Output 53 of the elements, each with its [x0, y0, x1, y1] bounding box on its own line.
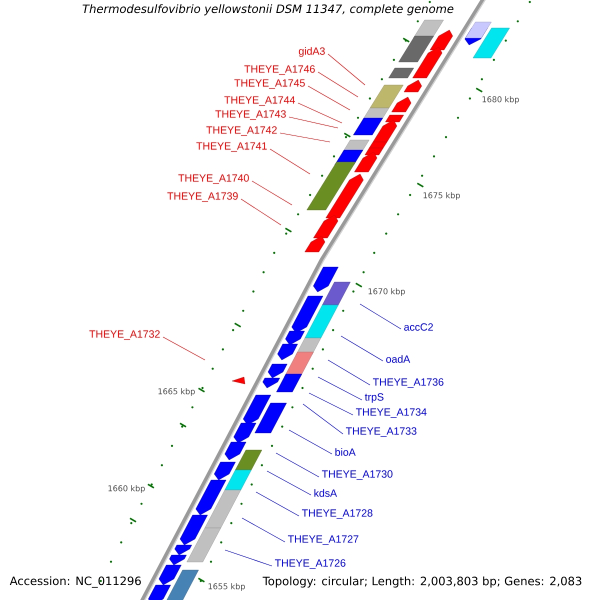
gene-label: THEYE_A1746 — [244, 65, 315, 75]
gene-label: THEYE_A1743 — [215, 110, 286, 120]
gene-label: THEYE_A1732 — [89, 330, 160, 340]
title: Thermodesulfovibrio yellowstonii DSM 11347, complete genome — [82, 4, 454, 16]
gene-label: gidA3 — [298, 47, 325, 57]
gene-label: THEYE_A1742 — [206, 126, 277, 136]
leader-line — [302, 404, 344, 434]
leader-line — [266, 470, 312, 496]
leader-line — [308, 86, 350, 110]
gene-label: kdsA — [314, 489, 338, 497]
gene-label: THEYE_A1736 — [372, 378, 444, 388]
leader-line — [224, 550, 272, 566]
leader-line — [308, 392, 354, 416]
leader-line — [298, 102, 342, 124]
leader-line — [360, 304, 402, 330]
leader-line — [288, 430, 332, 454]
gene-label: THEYE_A1741 — [196, 142, 267, 152]
gene-label: bioA — [335, 448, 356, 456]
gene-label: THEYE_A1734 — [356, 408, 427, 418]
scale-label: 1660 kbp — [108, 485, 145, 493]
leader-line — [318, 376, 362, 400]
gene-label: THEYE_A1727 — [288, 535, 358, 545]
scale-label: 1655 kbp — [208, 583, 245, 591]
leader-line — [280, 132, 330, 142]
leader-line — [256, 492, 300, 516]
leader-line — [252, 180, 292, 206]
scale-label: 1675 kbp — [424, 192, 460, 200]
gene-label: THEYE_A1740 — [178, 174, 249, 184]
gene-label: accC2 — [404, 323, 433, 331]
leader-line — [270, 148, 310, 174]
scale-label: 1670 kbp — [368, 288, 405, 296]
gene-label: oadA — [386, 355, 410, 363]
info-text: Accession: NC_011296 — [10, 576, 141, 588]
leader-line — [162, 336, 206, 360]
leader-line — [242, 518, 286, 542]
leader-line — [276, 452, 320, 478]
gene-label: THEYE_A1744 — [224, 96, 295, 106]
leader-line — [328, 54, 366, 86]
gene-label: THEYE_A1728 — [302, 509, 372, 519]
gene-label: THEYE_A1733 — [346, 427, 416, 437]
scale-label: 1680 kbp — [482, 96, 519, 104]
scale-label: 1665 kbp — [158, 388, 195, 396]
gene-label: THEYE_A1745 — [234, 79, 305, 89]
leader-line — [328, 360, 370, 386]
gene-label: trpS — [364, 393, 384, 403]
gene-label: THEYE_A1726 — [274, 559, 346, 569]
leader-line — [318, 72, 358, 98]
info-text: Topology: circular; Length: 2,003,803 bp; Genes: 2,083 — [262, 576, 582, 588]
leader-line — [340, 336, 384, 362]
leader-line — [240, 198, 282, 226]
gene-label: THEYE_A1739 — [167, 192, 238, 202]
leader-line — [288, 116, 338, 128]
gene-label: THEYE_A1730 — [322, 470, 392, 480]
